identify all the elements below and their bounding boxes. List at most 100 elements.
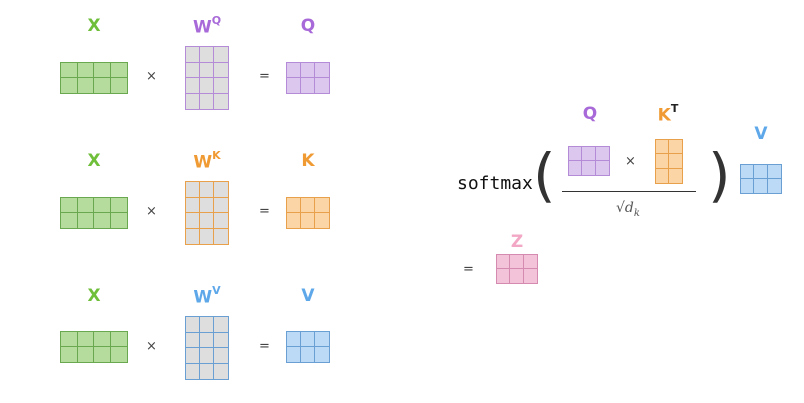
matrix-cell bbox=[94, 332, 111, 347]
matrix-cell bbox=[669, 140, 682, 155]
matrix-cell bbox=[186, 93, 200, 109]
wk-matrix bbox=[185, 181, 229, 245]
matrix-cell bbox=[301, 78, 315, 93]
matrix-cell bbox=[524, 269, 537, 283]
matrix-cell bbox=[214, 364, 228, 380]
matrix-cell bbox=[287, 198, 301, 213]
matrix-cell bbox=[214, 333, 228, 348]
times-sign-row1: × bbox=[146, 69, 157, 84]
matrix-cell bbox=[61, 213, 78, 228]
matrix-cell bbox=[200, 47, 214, 63]
matrix-cell bbox=[186, 197, 200, 213]
result-equals-sign: = bbox=[463, 262, 474, 277]
matrix-cell bbox=[741, 165, 755, 179]
matrix-cell bbox=[61, 332, 78, 347]
matrix-cell bbox=[200, 317, 214, 333]
matrix-cell bbox=[200, 78, 214, 94]
softmax-text: softmax bbox=[457, 173, 533, 194]
matrix-cell bbox=[315, 213, 329, 228]
matrix-cell bbox=[186, 213, 200, 229]
matrix-cell bbox=[669, 154, 682, 169]
formula-times-sign: × bbox=[625, 154, 636, 169]
matrix-cell bbox=[497, 269, 511, 283]
matrix-cell bbox=[287, 78, 301, 93]
matrix-cell bbox=[78, 213, 94, 228]
matrix-cell bbox=[186, 228, 200, 244]
matrix-cell bbox=[214, 229, 228, 245]
matrix-cell bbox=[94, 347, 111, 362]
matrix-cell bbox=[315, 78, 329, 93]
formula-q-label: Q bbox=[582, 104, 598, 124]
matrix-cell bbox=[110, 198, 127, 213]
matrix-cell bbox=[510, 269, 524, 283]
matrix-cell bbox=[510, 255, 524, 269]
matrix-cell bbox=[77, 63, 94, 78]
matrix-cell bbox=[94, 63, 111, 78]
matrix-cell bbox=[214, 47, 228, 63]
matrix-cell bbox=[200, 62, 214, 78]
times-sign-row3: × bbox=[146, 339, 157, 354]
matrix-cell bbox=[287, 347, 301, 362]
matrix-cell bbox=[301, 332, 315, 347]
right-paren: ) bbox=[708, 141, 731, 209]
matrix-cell bbox=[287, 63, 301, 78]
matrix-cell bbox=[61, 198, 78, 213]
matrix-cell bbox=[656, 140, 669, 155]
q-matrix bbox=[286, 62, 330, 94]
matrix-cell bbox=[523, 255, 537, 269]
matrix-cell bbox=[61, 78, 78, 93]
matrix-cell bbox=[214, 348, 228, 364]
matrix-cell bbox=[669, 169, 682, 183]
matrix-cell bbox=[301, 347, 315, 362]
wq-matrix bbox=[185, 46, 229, 110]
x-matrix-row2 bbox=[60, 197, 128, 229]
matrix-cell bbox=[315, 347, 329, 362]
matrix-cell bbox=[301, 63, 315, 78]
matrix-cell bbox=[200, 93, 214, 109]
matrix-cell bbox=[582, 161, 596, 175]
matrix-cell bbox=[569, 161, 583, 175]
matrix-cell bbox=[768, 179, 781, 193]
z-label: Z bbox=[510, 232, 524, 252]
matrix-cell bbox=[656, 168, 669, 183]
matrix-cell bbox=[754, 179, 768, 193]
matrix-cell bbox=[78, 78, 94, 93]
matrix-cell bbox=[214, 213, 228, 229]
times-sign-row2: × bbox=[146, 204, 157, 219]
x-label-row3: X bbox=[87, 286, 101, 306]
k-label: K bbox=[301, 151, 315, 171]
matrix-cell bbox=[301, 213, 315, 228]
matrix-cell bbox=[767, 165, 781, 179]
matrix-cell bbox=[741, 179, 755, 193]
matrix-cell bbox=[214, 182, 228, 198]
matrix-cell bbox=[110, 63, 127, 78]
matrix-cell bbox=[200, 182, 214, 198]
equals-sign-row3: = bbox=[259, 339, 270, 354]
matrix-cell bbox=[596, 161, 609, 175]
wv-label: WV bbox=[193, 284, 221, 308]
matrix-cell bbox=[214, 94, 228, 110]
q-label: Q bbox=[300, 16, 316, 36]
matrix-cell bbox=[315, 63, 329, 78]
matrix-cell bbox=[497, 255, 511, 269]
matrix-cell bbox=[186, 317, 200, 333]
matrix-cell bbox=[186, 182, 200, 198]
matrix-cell bbox=[111, 78, 128, 93]
matrix-cell bbox=[287, 213, 301, 228]
matrix-cell bbox=[315, 332, 329, 347]
matrix-cell bbox=[214, 317, 228, 333]
matrix-cell bbox=[186, 78, 200, 94]
matrix-cell bbox=[315, 198, 329, 213]
matrix-cell bbox=[301, 198, 315, 213]
wk-label: WK bbox=[193, 149, 221, 173]
x-matrix-row1 bbox=[60, 62, 128, 94]
v-label: V bbox=[301, 286, 315, 306]
z-matrix bbox=[496, 254, 538, 284]
matrix-cell bbox=[186, 332, 200, 348]
fraction-line bbox=[562, 191, 696, 192]
matrix-cell bbox=[595, 147, 609, 161]
x-label-row1: X bbox=[87, 16, 101, 36]
v-matrix bbox=[286, 331, 330, 363]
x-label-row2: X bbox=[87, 151, 101, 171]
matrix-cell bbox=[200, 213, 214, 229]
